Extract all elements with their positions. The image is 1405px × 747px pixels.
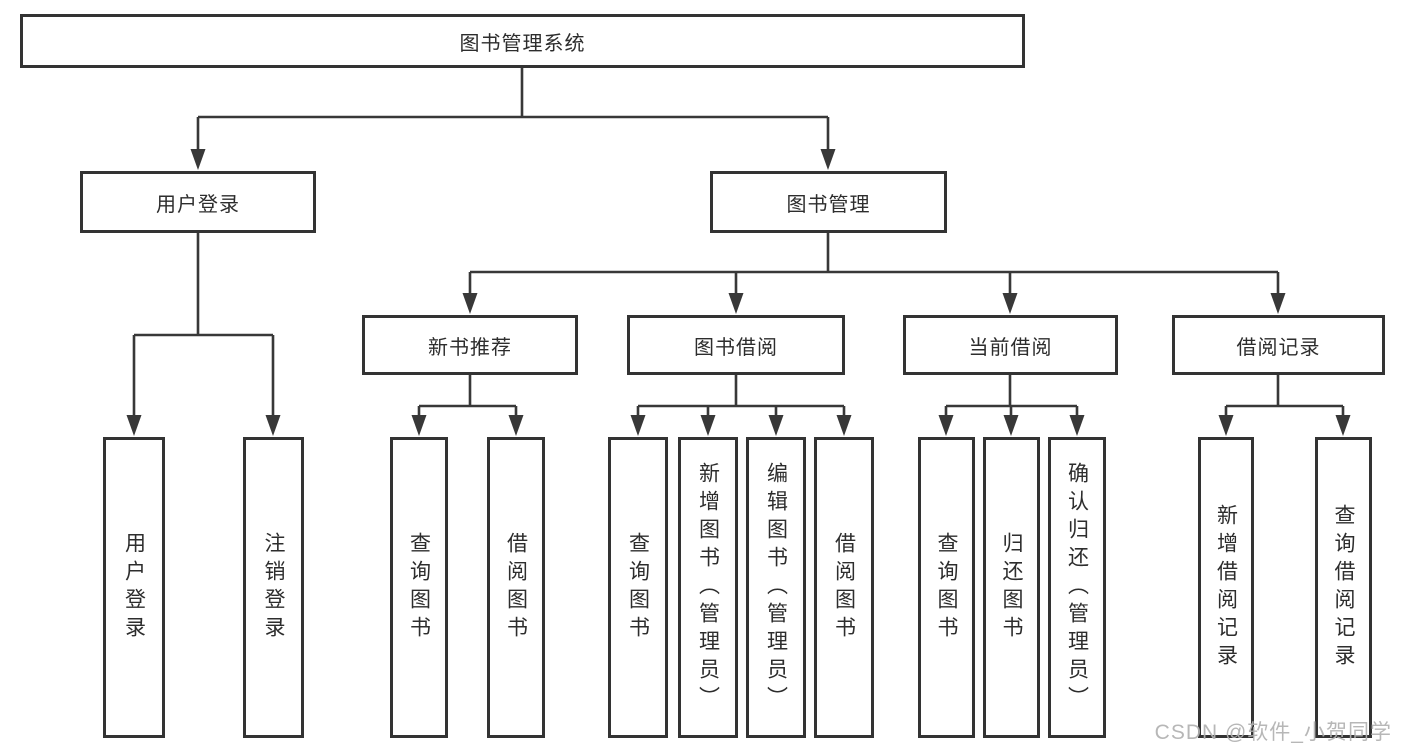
node-label: 图书管理系统 (459, 32, 586, 55)
arrow-icon (630, 415, 646, 436)
node-label: 图书借阅 (694, 336, 778, 359)
arrow-icon (700, 415, 716, 436)
arrow-icon (728, 293, 744, 314)
arrowheads (126, 149, 1351, 436)
node-label: 用户登录 (122, 531, 146, 644)
arrow-icon (126, 415, 142, 436)
node-book-borrowing: 图书借阅 (627, 315, 845, 375)
arrow-icon (508, 415, 524, 436)
node-label: 查询借阅记录 (1332, 503, 1355, 672)
node-label: 查询图书 (626, 531, 650, 644)
arrow-icon (1270, 293, 1286, 314)
node-current-borrowing: 当前借阅 (903, 315, 1118, 375)
node-borrowing-records: 借阅记录 (1172, 315, 1385, 375)
leaf-query-books-current: 查询图书 (918, 437, 975, 738)
watermark: CSDN @软件_小贺同学 (1154, 721, 1392, 744)
leaf-logout: 注销登录 (243, 437, 304, 738)
arrow-icon (1002, 293, 1018, 314)
node-label: 新增借阅记录 (1214, 503, 1238, 672)
arrow-icon (820, 149, 836, 170)
arrow-icon (462, 293, 478, 314)
arrow-icon (836, 415, 852, 436)
node-label: 新增图书（管理员） (696, 461, 720, 714)
node-label: 借阅图书 (504, 531, 528, 644)
arrow-icon (1218, 415, 1234, 436)
node-label: 查询图书 (407, 531, 431, 644)
connector-book-management (468, 233, 1280, 296)
leaf-user-login: 用户登录 (103, 437, 165, 738)
leaf-confirm-return-admin: 确认归还（管理员） (1048, 437, 1106, 738)
arrow-icon (938, 415, 954, 436)
leaf-add-borrow-record: 新增借阅记录 (1198, 437, 1254, 738)
arrow-icon (1069, 415, 1085, 436)
node-label: 借阅图书 (832, 531, 856, 644)
arrow-icon (265, 415, 281, 436)
node-new-book-recommendation: 新书推荐 (362, 315, 578, 375)
leaf-borrow-books: 借阅图书 (814, 437, 874, 738)
leaf-edit-books-admin: 编辑图书（管理员） (746, 437, 806, 738)
arrow-icon (190, 149, 206, 170)
arrow-icon (1335, 415, 1351, 436)
node-label: 图书管理 (786, 193, 871, 216)
node-book-management: 图书管理 (710, 171, 947, 233)
node-label: 新书推荐 (428, 336, 512, 359)
arrow-icon (1003, 415, 1019, 436)
node-label: 确认归还（管理员） (1065, 461, 1089, 714)
node-label: 用户登录 (156, 193, 240, 216)
connector-new-book-recommendation (417, 375, 518, 418)
leaf-query-books-borrowing: 查询图书 (608, 437, 668, 738)
connector-root (196, 68, 830, 152)
node-label: 注销登录 (262, 531, 285, 644)
node-label: 查询图书 (935, 531, 958, 644)
leaf-query-books-recommendation: 查询图书 (390, 437, 448, 738)
connector-book-borrowing (636, 375, 846, 418)
leaf-borrow-books-recommendation: 借阅图书 (487, 437, 545, 738)
arrow-icon (411, 415, 427, 436)
leaf-query-borrow-record: 查询借阅记录 (1315, 437, 1372, 738)
node-label: 编辑图书（管理员） (764, 461, 788, 714)
node-label: 归还图书 (1000, 531, 1023, 644)
leaf-add-books-admin: 新增图书（管理员） (678, 437, 738, 738)
node-label: 借阅记录 (1236, 336, 1321, 359)
connector-user-login (132, 233, 275, 418)
node-user-login: 用户登录 (80, 171, 316, 233)
connector-borrowing-records (1224, 375, 1345, 418)
leaf-return-books: 归还图书 (983, 437, 1040, 738)
node-label: 当前借阅 (968, 336, 1053, 359)
arrow-icon (768, 415, 784, 436)
root-node: 图书管理系统 (20, 14, 1025, 68)
connector-current-borrowing (944, 375, 1079, 418)
